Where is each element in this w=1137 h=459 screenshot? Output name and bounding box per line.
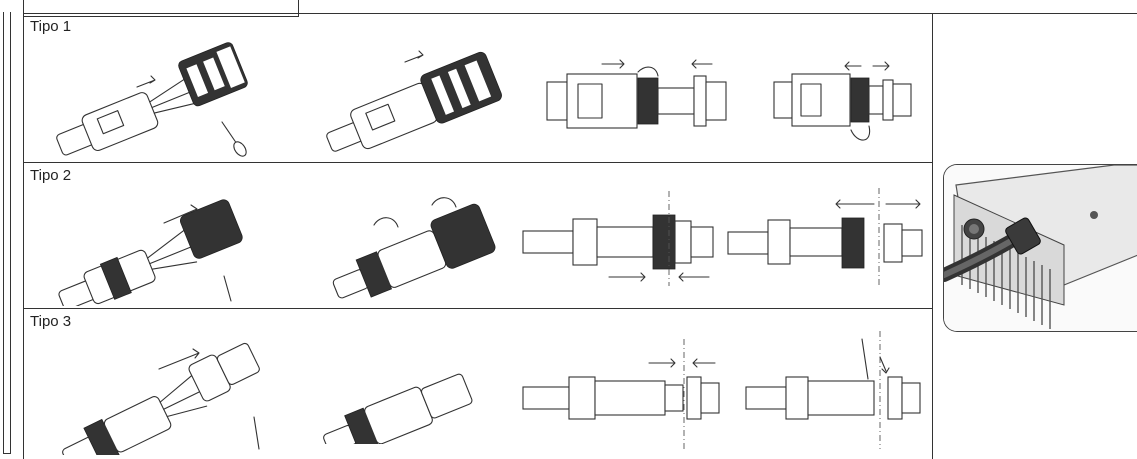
panel-label-tipo-1: Tipo 1: [30, 18, 72, 35]
right-column: [931, 13, 1137, 454]
left-margin-rule: [3, 12, 11, 454]
panel-tipo-2: Tipo 2: [23, 162, 933, 308]
header-box: [23, 0, 299, 17]
panel-tipo-3: Tipo 3: [23, 308, 933, 459]
tipo3-step4-illustration: [745, 331, 921, 449]
tipo2-step4-illustration: [727, 188, 923, 288]
tipo3-step1-illustration: [62, 342, 260, 455]
panel-label-tipo-3: Tipo 3: [30, 313, 72, 330]
panel-tipo-1: Tipo 1: [23, 13, 933, 162]
tipo3-step3-illustration: [522, 339, 720, 449]
tipo1-step4-illustration: [773, 61, 912, 141]
tipo2-step3-illustration: [522, 191, 714, 286]
tipo2-step1-illustration: [58, 199, 243, 306]
tipo1-step1-illustration: [56, 42, 248, 157]
tipo1-step2-illustration: [326, 50, 502, 152]
tipo1-step3-illustration: [546, 59, 727, 129]
tipo2-step2-illustration: [332, 197, 496, 299]
inverter-photo-drawing: [944, 165, 1137, 331]
tipo3-step2-illustration: [323, 373, 473, 444]
panel-label-tipo-2: Tipo 2: [30, 167, 72, 184]
inverter-connector-photo: [943, 164, 1137, 332]
